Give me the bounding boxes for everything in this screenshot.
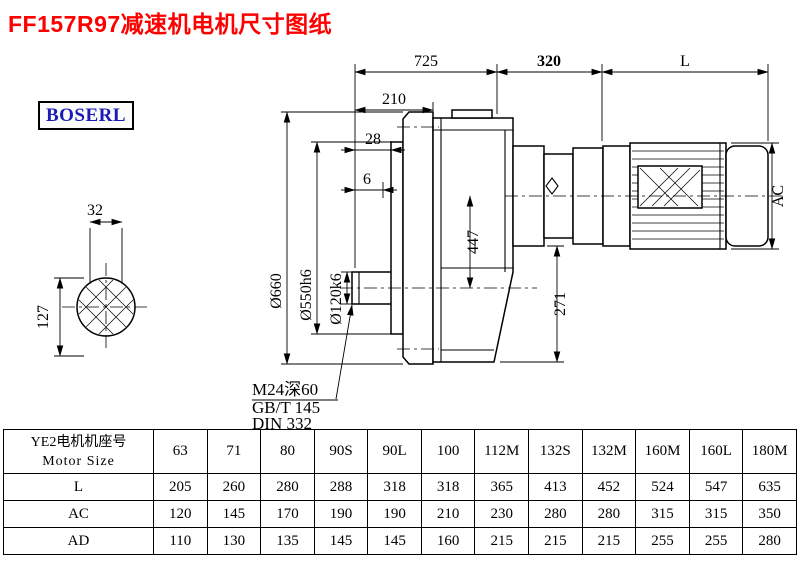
table-header-cell: 160M [635, 429, 690, 474]
table-cell: 230 [474, 500, 530, 528]
table-cell: 215 [581, 527, 637, 555]
table-cell: 547 [688, 473, 744, 501]
table-cell: 110 [153, 527, 208, 555]
table-header-cell: 71 [206, 429, 262, 474]
table-cell: 190 [313, 500, 369, 528]
motor-size-table-grid: YE2电机机座号 Motor Size 63 71 80 90S 90L 100… [3, 429, 797, 555]
flange-spigot [390, 141, 404, 335]
table-header-cell: 80 [260, 429, 315, 474]
table-cell: 413 [528, 473, 583, 501]
table-header-row: YE2电机机座号 Motor Size 63 71 80 90S 90L 100… [3, 429, 797, 474]
table-cell: 205 [153, 473, 208, 501]
dim-447-label: 447 [465, 230, 482, 254]
shaft-end-view [62, 263, 150, 351]
page-title: FF157R97减速机电机尺寸图纸 [8, 11, 333, 37]
dimension-lines [56, 68, 776, 401]
dim-28-label: 28 [365, 131, 381, 148]
table-cell: 260 [206, 473, 262, 501]
table-cell: 635 [742, 473, 797, 501]
table-cell: 315 [635, 500, 690, 528]
dim-AC-label: AC [770, 185, 787, 207]
table-cell: 145 [313, 527, 369, 555]
table-header-cell: 63 [153, 429, 208, 474]
table-cell: 135 [260, 527, 315, 555]
table-cell: 145 [367, 527, 422, 555]
note-thread-label: M24深60 [252, 380, 318, 399]
gear-unit-side-view [340, 109, 786, 365]
table-header-cell: 112M [474, 429, 530, 474]
table-row-AD: AD 110 130 135 145 145 160 215 215 215 2… [3, 527, 797, 555]
brand-logo: BOSERL [38, 101, 134, 130]
table-header-cell: 132M [581, 429, 637, 474]
table-cell: 255 [688, 527, 744, 555]
dia-660-label: Ø660 [268, 273, 285, 309]
note-din332-label: DIN 332 [252, 414, 312, 433]
table-cell: 190 [367, 500, 422, 528]
row-label-L: L [3, 473, 154, 501]
table-header-cell: 132S [528, 429, 583, 474]
note-gbt145-label: GB/T 145 [252, 398, 320, 417]
dia-550h6-label: Ø550h6 [298, 269, 315, 321]
output-flange [402, 111, 434, 365]
dim-L-label: L [680, 53, 690, 70]
table-cell: 210 [420, 500, 476, 528]
table-cell: 524 [635, 473, 690, 501]
table-header-cell: 100 [420, 429, 476, 474]
table-cell: 318 [367, 473, 422, 501]
table-cell: 215 [528, 527, 583, 555]
motor-size-label-cn: YE2电机机座号 [30, 434, 127, 450]
table-header-cell: 160L [688, 429, 744, 474]
dim-127-label: 127 [35, 305, 52, 329]
motor-size-label-en: Motor Size [42, 453, 115, 469]
table-row-L: L 205 260 280 288 318 318 365 413 452 52… [3, 473, 797, 501]
motor-size-table: YE2电机机座号 Motor Size 63 71 80 90S 90L 100… [3, 429, 797, 555]
table-row-AC: AC 120 145 170 190 190 210 230 280 280 3… [3, 500, 797, 528]
table-cell: 255 [635, 527, 690, 555]
row-label-AC: AC [3, 500, 154, 528]
table-cell: 130 [206, 527, 262, 555]
table-cell: 350 [742, 500, 797, 528]
table-cell: 160 [420, 527, 476, 555]
thread-leader-line [335, 304, 354, 400]
dim-210-label: 210 [382, 91, 406, 108]
table-cell: 280 [260, 473, 315, 501]
table-cell: 120 [153, 500, 208, 528]
dim-320-label: 320 [537, 53, 561, 70]
table-header-cell: 90S [313, 429, 369, 474]
dim-6-label: 6 [363, 171, 371, 188]
table-cell: 215 [474, 527, 530, 555]
table-cell: 280 [742, 527, 797, 555]
dim-32-label: 32 [87, 202, 103, 219]
technical-drawing: 725 320 L 210 28 6 32 127 447 271 AC Ø66… [35, 53, 787, 433]
table-cell: 145 [206, 500, 262, 528]
table-cell: 280 [528, 500, 583, 528]
table-cell: 280 [581, 500, 637, 528]
table-header-motor-size: YE2电机机座号 Motor Size [3, 429, 154, 474]
table-header-cell: 90L [367, 429, 422, 474]
table-cell: 315 [688, 500, 744, 528]
row-label-AD: AD [3, 527, 154, 555]
table-cell: 170 [260, 500, 315, 528]
table-cell: 452 [581, 473, 637, 501]
table-cell: 318 [420, 473, 476, 501]
dim-725-label: 725 [414, 53, 438, 70]
dimension-labels: 725 320 L 210 28 6 32 127 447 271 AC Ø66… [35, 53, 787, 433]
coupling-diamond-mark [545, 177, 559, 195]
motor-nameplate [637, 165, 703, 209]
dia-120k6-label: Ø120k6 [328, 273, 345, 325]
table-cell: 288 [313, 473, 369, 501]
table-header-cell: 180M [742, 429, 797, 474]
table-cell: 365 [474, 473, 530, 501]
dim-271-label: 271 [552, 292, 569, 316]
